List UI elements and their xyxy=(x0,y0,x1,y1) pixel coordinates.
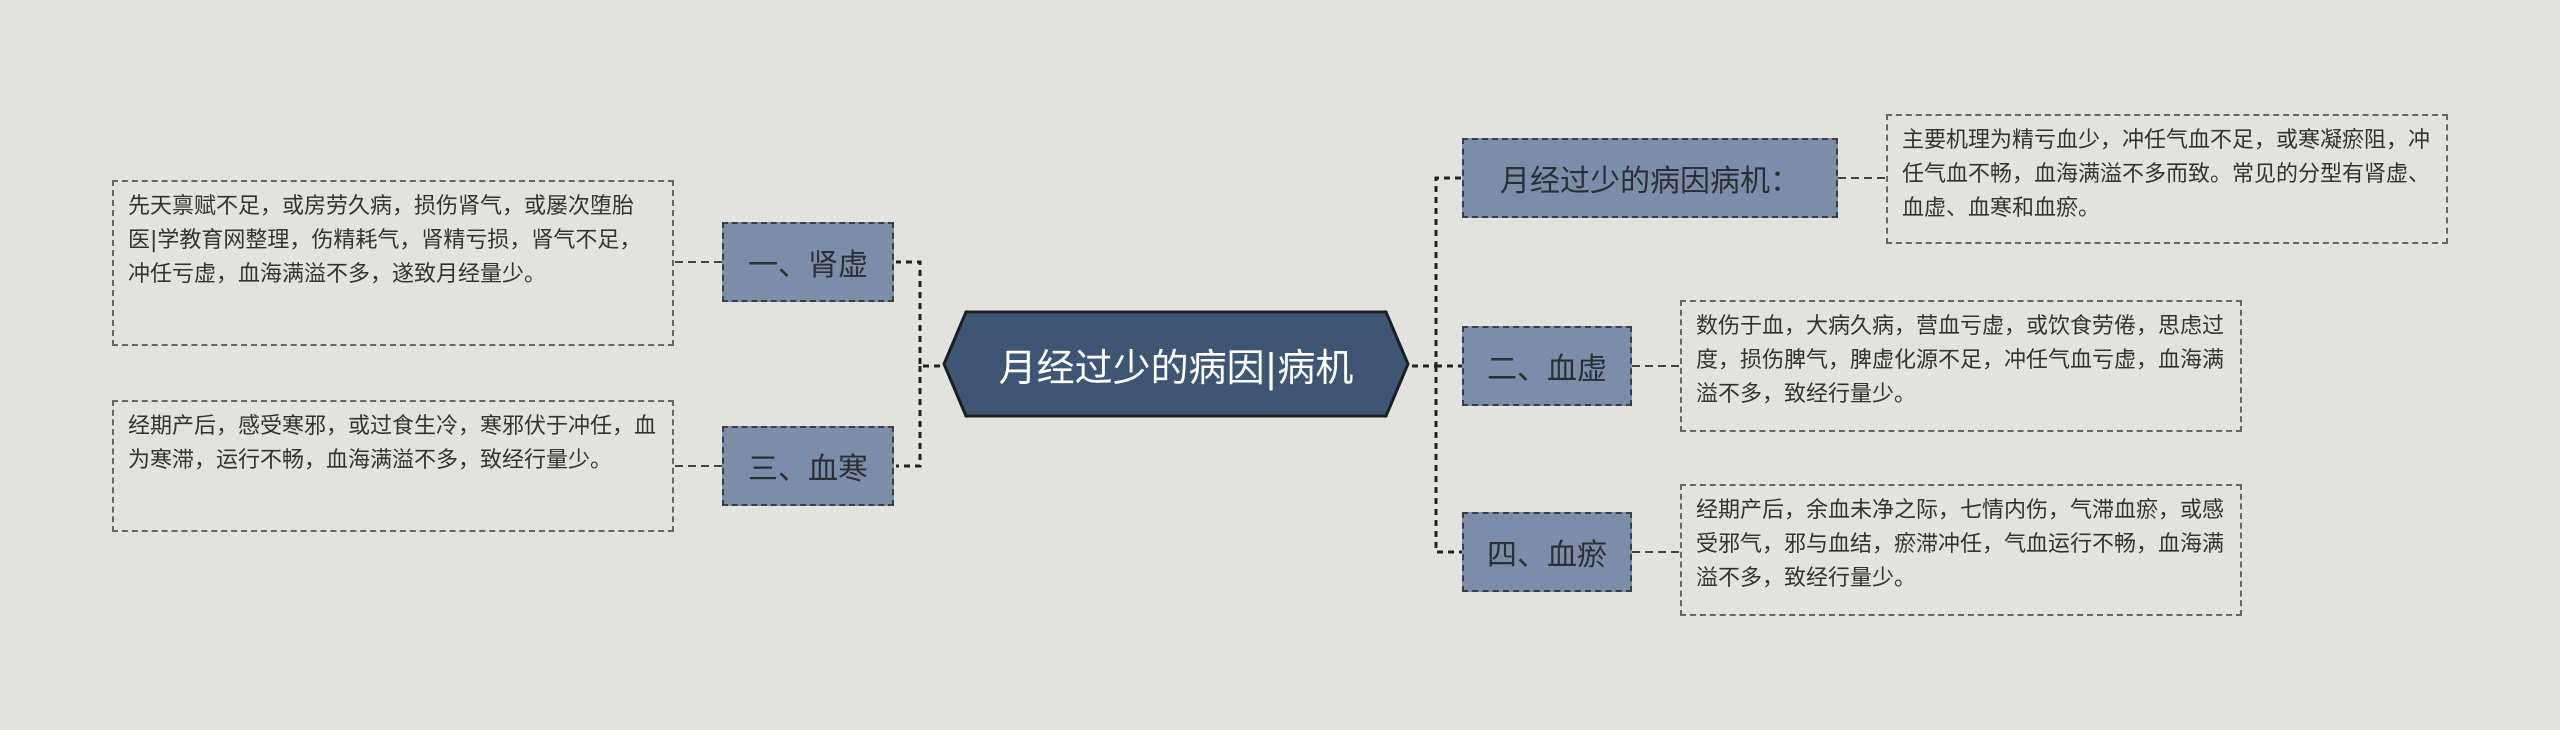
leaf-xueyu-text: 经期产后，余血未净之际，七情内伤，气滞血瘀，或感受邪气，邪与血结，瘀滞冲任，气血… xyxy=(1680,484,2242,616)
branch-xuehan[interactable]: 三、血寒 xyxy=(722,426,894,506)
branch-xueyu[interactable]: 四、血瘀 xyxy=(1462,512,1632,592)
leaf-xuexu-text: 数伤于血，大病久病，营血亏虚，或饮食劳倦，思虑过度，损伤脾气，脾虚化源不足，冲任… xyxy=(1680,300,2242,432)
connector-central-to-xuehan xyxy=(896,366,922,468)
central-topic[interactable]: 月经过少的病因|病机 xyxy=(940,308,1412,420)
branch-shenxu[interactable]: 一、肾虚 xyxy=(722,222,894,302)
central-topic-label: 月经过少的病因|病机 xyxy=(998,345,1354,390)
leaf-bingyin-text: 主要机理为精亏血少，冲任气血不足，或寒凝瘀阻，冲任气血不畅，血海满溢不多而致。常… xyxy=(1886,114,2448,244)
leaf-shenxu-text: 先天禀赋不足，或房劳久病，损伤肾气，或屡次堕胎医|学教育网整理，伤精耗气，肾精亏… xyxy=(112,180,674,346)
branch-bingyin[interactable]: 月经过少的病因病机： xyxy=(1462,138,1838,218)
connector-central-to-bingyin xyxy=(1412,176,1462,368)
connector-central-to-xueyu xyxy=(1434,366,1462,554)
central-topic-shape xyxy=(942,310,1410,418)
branch-xuexu[interactable]: 二、血虚 xyxy=(1462,326,1632,406)
connector-central-to-shenxu xyxy=(896,260,940,368)
leaf-xuehan-text: 经期产后，感受寒邪，或过食生冷，寒邪伏于冲任，血为寒滞，运行不畅，血海满溢不多，… xyxy=(112,400,674,532)
